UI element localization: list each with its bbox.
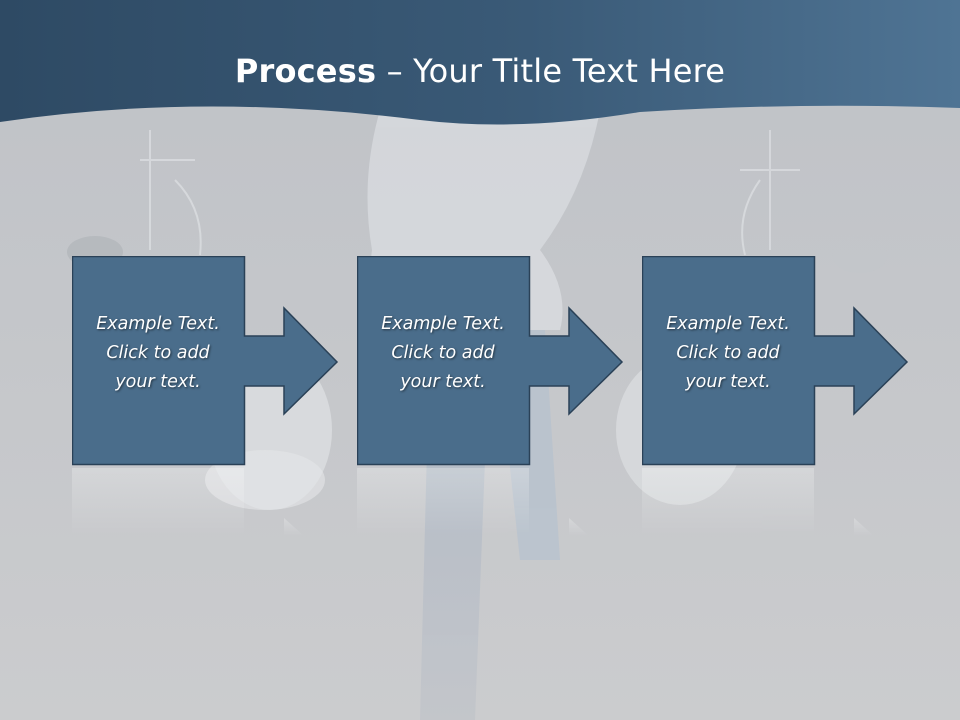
step-text-line: Example Text.	[96, 314, 220, 334]
step-text[interactable]: Example Text. Click to add your text.	[72, 310, 244, 397]
step-text-line: Click to add	[106, 343, 210, 363]
step-arrow-shape	[642, 256, 909, 536]
process-step-1[interactable]: Example Text. Click to add your text.	[72, 256, 342, 546]
step-text[interactable]: Example Text. Click to add your text.	[357, 310, 529, 397]
header-band	[0, 0, 960, 125]
step-text-line: Click to add	[391, 343, 495, 363]
process-step-2[interactable]: Example Text. Click to add your text.	[357, 256, 627, 546]
step-arrow-shape	[357, 256, 624, 536]
step-text[interactable]: Example Text. Click to add your text.	[642, 310, 814, 397]
title-rest: – Your Title Text Here	[376, 52, 726, 90]
title-bold: Process	[234, 52, 377, 90]
step-text-line: Click to add	[676, 343, 780, 363]
step-text-line: your text.	[115, 372, 201, 392]
slide-title[interactable]: Process – Your Title Text Here	[0, 52, 960, 90]
step-text-line: your text.	[685, 372, 771, 392]
step-text-line: your text.	[400, 372, 486, 392]
step-text-line: Example Text.	[381, 314, 505, 334]
process-step-3[interactable]: Example Text. Click to add your text.	[642, 256, 912, 546]
step-text-line: Example Text.	[666, 314, 790, 334]
step-arrow-shape	[72, 256, 339, 536]
